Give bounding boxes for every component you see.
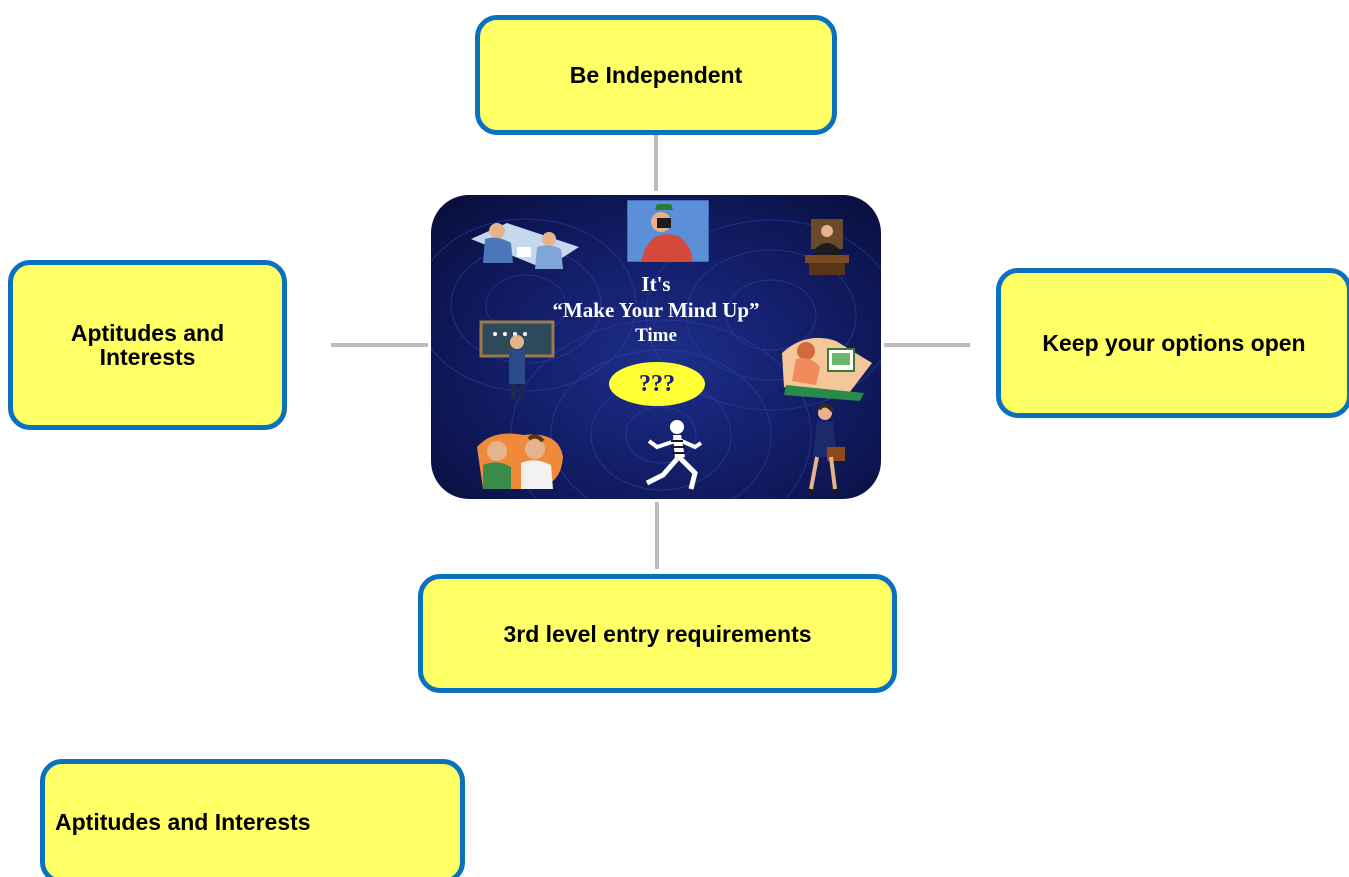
center-line-3: Time (635, 325, 677, 346)
connector-left (331, 343, 428, 347)
center-line-1: It's (641, 272, 671, 296)
node-label: Aptitudes and Interests (55, 808, 311, 835)
center-line-2: “Make Your Mind Up” (552, 298, 760, 322)
question-bubble: ??? (609, 362, 705, 406)
node-label: Keep your options open (1042, 330, 1306, 356)
node-aptitudes-interests-extra[interactable]: Aptitudes and Interests (40, 759, 465, 877)
node-be-independent[interactable]: Be Independent (475, 15, 837, 135)
node-label: Aptitudes and Interests (70, 320, 225, 370)
connector-top (654, 133, 658, 191)
connector-right (884, 343, 970, 347)
connector-bottom (655, 502, 659, 569)
node-label: Be Independent (569, 62, 743, 88)
node-aptitudes-interests[interactable]: Aptitudes and Interests (8, 260, 287, 430)
node-label: 3rd level entry requirements (503, 620, 812, 647)
node-keep-options-open[interactable]: Keep your options open (996, 268, 1349, 418)
center-image: It's “Make Your Mind Up” Time ??? (431, 195, 881, 499)
node-3rd-level-entry[interactable]: 3rd level entry requirements (418, 574, 897, 693)
